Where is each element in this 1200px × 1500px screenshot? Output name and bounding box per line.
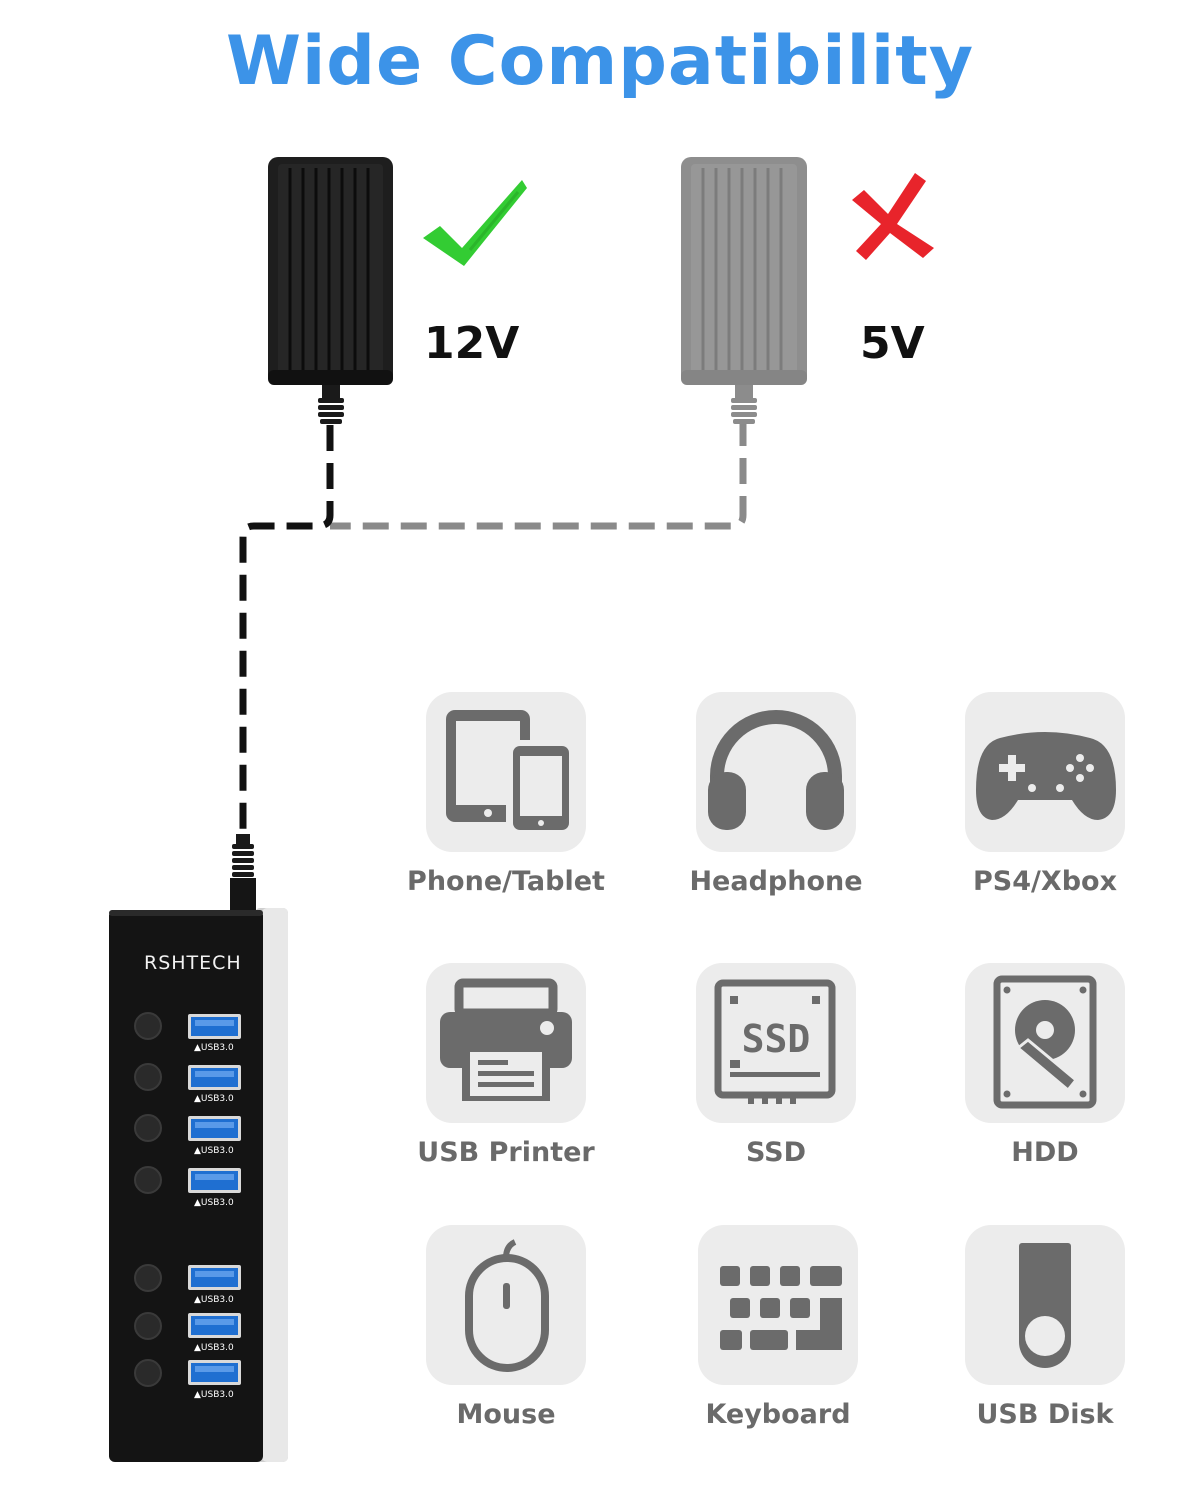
- cross-icon: [852, 173, 934, 260]
- port-label: ▲USB3.0: [194, 1146, 234, 1156]
- headphone-icon: [696, 692, 856, 852]
- page-title: Wide Compatibility: [225, 22, 975, 101]
- usb-ports: [188, 1014, 241, 1385]
- black-power-cable: [239, 425, 334, 835]
- device-label-usb-disk: USB Disk: [976, 1399, 1114, 1430]
- device-label-headphone: Headphone: [689, 866, 863, 897]
- mouse-icon: [426, 1225, 586, 1385]
- port-label: ▲USB3.0: [194, 1295, 234, 1305]
- device-label-ps4-xbox: PS4/Xbox: [973, 866, 1117, 897]
- port-label: ▲USB3.0: [194, 1043, 234, 1053]
- voltage-label-12v: 12V: [424, 318, 520, 369]
- check-icon: [423, 180, 527, 266]
- port-label: ▲USB3.0: [194, 1198, 234, 1208]
- adapter-12v: [268, 157, 393, 424]
- hdd-icon: [965, 963, 1125, 1123]
- port-label: ▲USB3.0: [194, 1343, 234, 1353]
- device-label-hdd: HDD: [1011, 1137, 1079, 1168]
- gamepad-icon: [965, 692, 1125, 852]
- adapter-5v: [681, 157, 807, 424]
- ssd-icon: SSD: [696, 963, 856, 1123]
- device-label-phone-tablet: Phone/Tablet: [407, 866, 605, 897]
- keyboard-icon: [698, 1225, 858, 1385]
- voltage-label-5v: 5V: [860, 318, 925, 369]
- usb-hub: ▲USB3.0 ▲USB3.0 ▲USB3.0 ▲USB3.0 ▲USB3.0 …: [109, 834, 288, 1462]
- phone-tablet-icon: [426, 692, 586, 852]
- usb-disk-icon: [965, 1225, 1125, 1385]
- port-label: ▲USB3.0: [194, 1390, 234, 1400]
- ssd-icon-text: SSD: [742, 1017, 811, 1061]
- device-label-ssd: SSD: [745, 1137, 807, 1168]
- device-label-usb-printer: USB Printer: [417, 1137, 595, 1168]
- hub-brand: RSHTECH: [144, 952, 242, 974]
- device-label-keyboard: Keyboard: [705, 1399, 851, 1430]
- port-labels: ▲USB3.0 ▲USB3.0 ▲USB3.0 ▲USB3.0 ▲USB3.0 …: [194, 1043, 234, 1400]
- device-label-mouse: Mouse: [456, 1399, 556, 1430]
- grey-power-cable: [330, 420, 747, 530]
- printer-icon: [426, 963, 586, 1123]
- port-label: ▲USB3.0: [194, 1094, 234, 1104]
